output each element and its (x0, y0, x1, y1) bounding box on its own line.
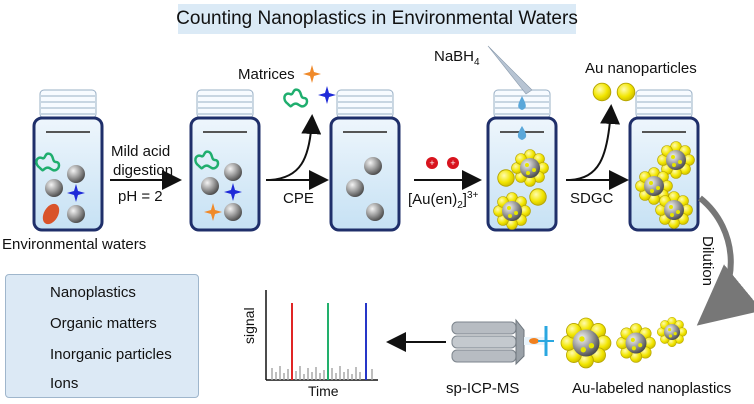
legend-label-inorganic-particles: Inorganic particles (50, 346, 172, 363)
step1-line3: pH = 2 (118, 188, 163, 205)
arrow-sdgc (566, 104, 629, 190)
matrix-ion-icon (318, 86, 336, 104)
removed-au-np-1 (592, 82, 612, 102)
signal-axis-label: signal (241, 307, 257, 344)
matrices-label: Matrices (238, 66, 295, 83)
au-labeled-nanoplastics-label: Au-labeled nanoplastics (572, 380, 732, 397)
title-banner: Counting Nanoplastics in Environmental W… (176, 4, 578, 34)
matrix-organic-icon (283, 88, 309, 108)
legend-label-organic-matters: Organic matters (50, 315, 157, 332)
signal-plot (265, 290, 378, 381)
vial-digested (189, 89, 261, 232)
au-labeled-nanoplastics (561, 317, 687, 368)
sdgc-label: SDGC (570, 190, 614, 207)
environmental-waters-label: Environmental waters (2, 236, 147, 253)
svg-text:+: + (450, 158, 455, 168)
step1-line1: Mild acid (111, 143, 171, 160)
time-axis-label: Time (308, 383, 339, 399)
au-nanoparticles-label: Au nanoparticles (585, 60, 697, 77)
vial-after-cpe (329, 89, 401, 232)
cpe-label: CPE (283, 190, 314, 207)
nabh4-dropper-icon (487, 45, 533, 140)
removed-au-np-2 (616, 82, 636, 102)
matrix-star-icon (303, 65, 321, 83)
legend-label-nanoplastics: Nanoplastics (50, 284, 136, 301)
arrow-cpe (266, 114, 329, 190)
dilution-label: Dilution (699, 236, 716, 287)
legend-box: Nanoplastics Organic matters Inorganic p… (5, 274, 199, 398)
svg-text:+: + (429, 158, 434, 168)
nabh4-label: NaBH4 (434, 48, 480, 68)
legend-label-ions: Ions (50, 375, 79, 392)
au-ion-icons: + + (426, 157, 459, 169)
vial-au-labeling (486, 89, 558, 232)
sp-icp-ms-label: sp-ICP-MS (446, 380, 520, 397)
vial-after-sdgc (628, 89, 700, 232)
arrow-dilution (696, 195, 754, 326)
sp-icp-ms-instrument-icon (451, 318, 554, 366)
vial-environmental-water (32, 89, 104, 232)
step1-line2: digestion (113, 162, 174, 179)
au-complex-label: [Au(en)2]3+ (408, 190, 479, 211)
diagram-title: Counting Nanoplastics in Environmental W… (176, 8, 578, 29)
